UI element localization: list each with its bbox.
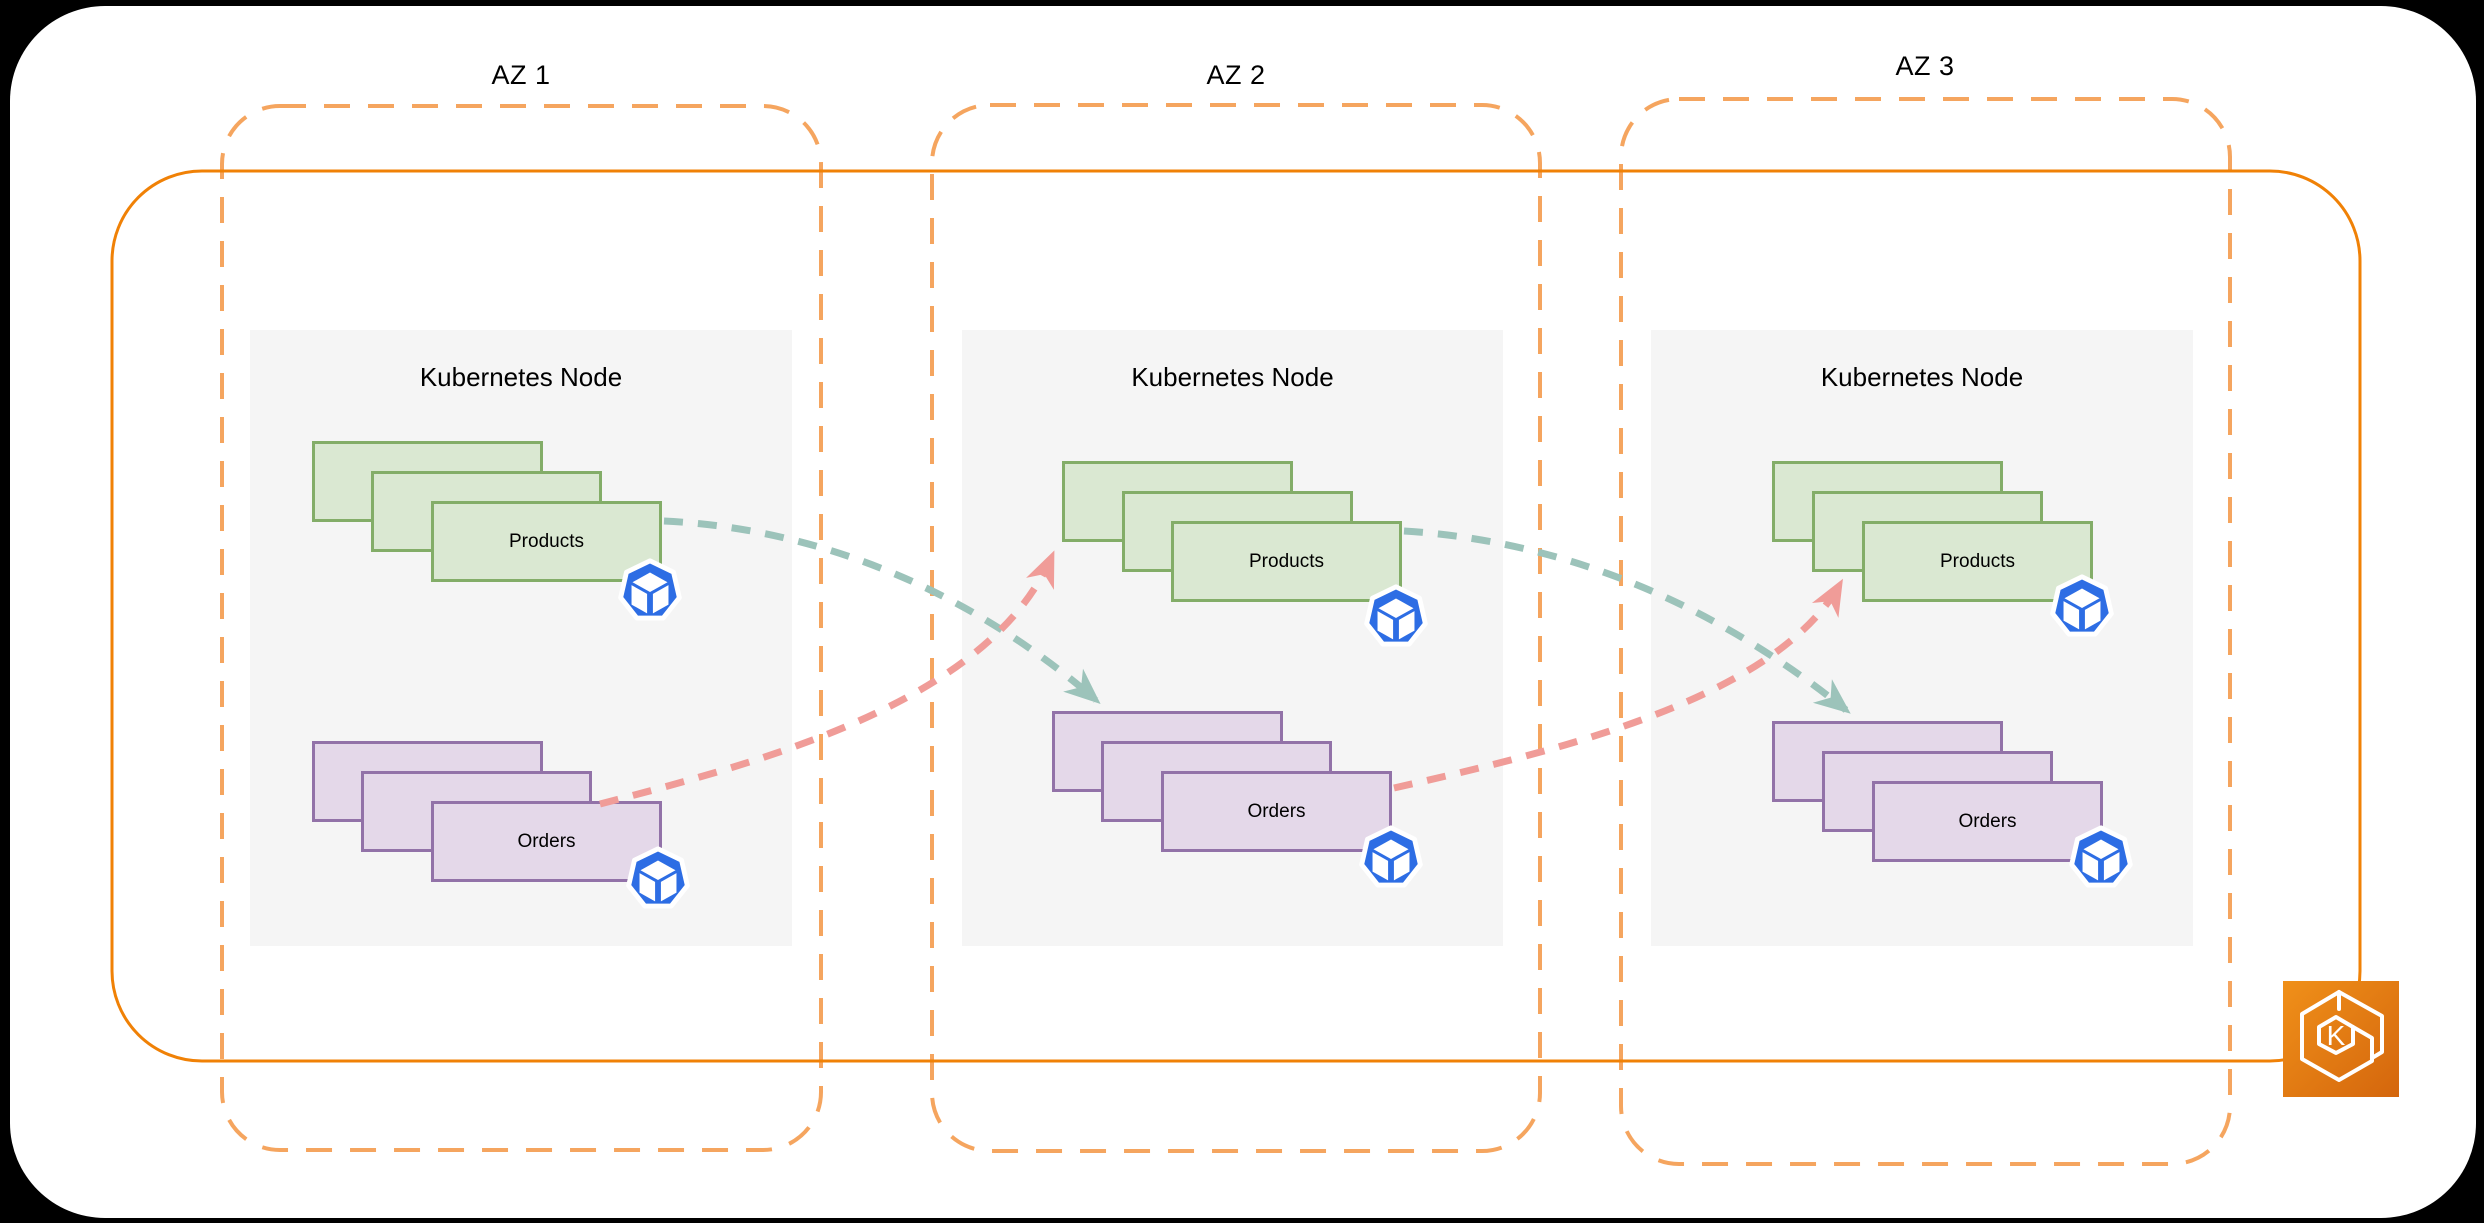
- kubernetes-pod-icon: [618, 558, 682, 621]
- az3-boundary: [1619, 97, 2232, 1166]
- az3-products-label: Products: [1940, 550, 2015, 572]
- eks-glyph-inner-hexagon: [2317, 1015, 2355, 1055]
- az1-orders-label: Orders: [517, 830, 576, 852]
- az2-products-label: Products: [1249, 550, 1324, 572]
- eks-glyph-right: [2337, 990, 2384, 1060]
- kubernetes-pod-icon: [1359, 825, 1423, 888]
- amazon-eks-icon: K: [2283, 981, 2399, 1097]
- node-title: Kubernetes Node: [1131, 362, 1334, 392]
- az1-label: AZ 1: [491, 60, 551, 90]
- az3-orders-label: Orders: [1958, 810, 2017, 832]
- az3-products-replica-1: Products: [1862, 521, 2093, 602]
- az1-products-label: Products: [509, 530, 584, 552]
- eks-glyph-wrap: [2300, 990, 2374, 1082]
- az2-orders-replica-1: Orders: [1161, 771, 1392, 852]
- kubernetes-pod-icon: [626, 846, 690, 909]
- az2-orders-label: Orders: [1247, 800, 1306, 822]
- az2-products-replica-1: Products: [1171, 521, 1402, 602]
- az1-orders-replica-1: Orders: [431, 801, 662, 882]
- node-title: Kubernetes Node: [419, 362, 623, 392]
- kubernetes-pod-icon: [2050, 574, 2114, 637]
- az3-label: AZ 3: [1895, 51, 1955, 81]
- eks-letter: K: [2327, 1020, 2346, 1051]
- kubernetes-pod-icon: [1364, 584, 1428, 647]
- node-title: Kubernetes Node: [1820, 362, 2024, 392]
- az3-orders-replica-1: Orders: [1872, 781, 2103, 862]
- kubernetes-pod-icon: [2069, 825, 2133, 888]
- az2-label: AZ 2: [1206, 60, 1266, 90]
- eks-cluster-boundary: [110, 169, 2362, 1063]
